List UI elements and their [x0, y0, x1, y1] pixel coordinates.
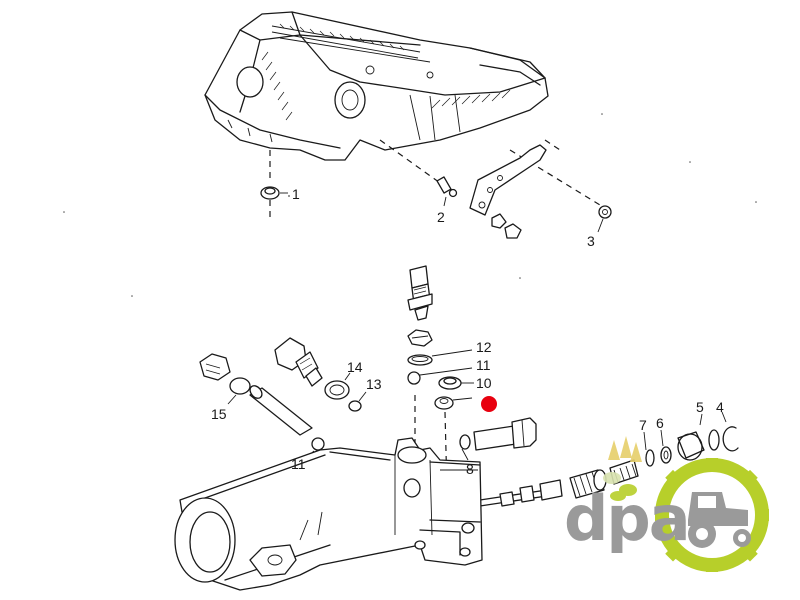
part-5-oring — [708, 429, 720, 451]
part-10-washer — [438, 376, 462, 390]
part-1-washer — [260, 186, 288, 200]
upper-housing — [204, 11, 549, 161]
valve-housing — [174, 437, 483, 591]
highlight-marker — [481, 396, 497, 412]
part-11-ring-small — [407, 371, 421, 385]
callout-3: 3 — [587, 233, 595, 249]
part-4-clip — [722, 426, 739, 452]
tractor-icon — [688, 492, 751, 548]
part-11-oring-top — [407, 354, 433, 366]
wheat-icon — [603, 436, 642, 501]
callout-6: 6 — [656, 415, 664, 431]
callout-14: 14 — [347, 359, 363, 375]
part-3-nut — [597, 205, 612, 233]
callout-13: 13 — [366, 376, 382, 392]
callout-11-low: 11 — [291, 456, 306, 472]
callout-1: 1 — [292, 186, 300, 202]
spool-valve — [469, 479, 563, 508]
callout-7: 7 — [639, 417, 647, 433]
callout-12: 12 — [476, 339, 492, 355]
part-14-fitting — [274, 337, 323, 387]
callout-8: 8 — [466, 461, 474, 477]
part-2-fitting — [436, 176, 458, 207]
banjo-bolt — [407, 265, 433, 321]
lever-bracket — [469, 144, 547, 239]
gear-icon — [655, 458, 769, 572]
part-5-plug — [677, 431, 705, 461]
callout-5: 5 — [696, 399, 704, 415]
callout-2: 2 — [437, 209, 445, 225]
callout-11-top: 11 — [476, 357, 491, 373]
part-8-bolt — [473, 417, 537, 451]
dpa-logo: dpa — [564, 436, 769, 572]
part-6-ring — [660, 446, 672, 464]
logo-text: dpa — [564, 482, 689, 555]
part-7-washer — [645, 449, 655, 467]
part-13-oring — [348, 400, 362, 412]
paper-specks — [63, 113, 757, 297]
part-12-nut — [407, 329, 433, 347]
part-9-washer — [434, 396, 454, 410]
part-15-cap — [199, 353, 231, 381]
callout-15: 15 — [211, 406, 227, 422]
part-8-oring — [459, 434, 471, 450]
mesh-filter — [249, 385, 313, 436]
callout-10: 10 — [476, 375, 492, 391]
part-11-oring-low — [311, 437, 325, 451]
part-15-oring — [229, 377, 251, 395]
part-14-seal — [324, 380, 350, 400]
callout-4: 4 — [716, 399, 724, 415]
